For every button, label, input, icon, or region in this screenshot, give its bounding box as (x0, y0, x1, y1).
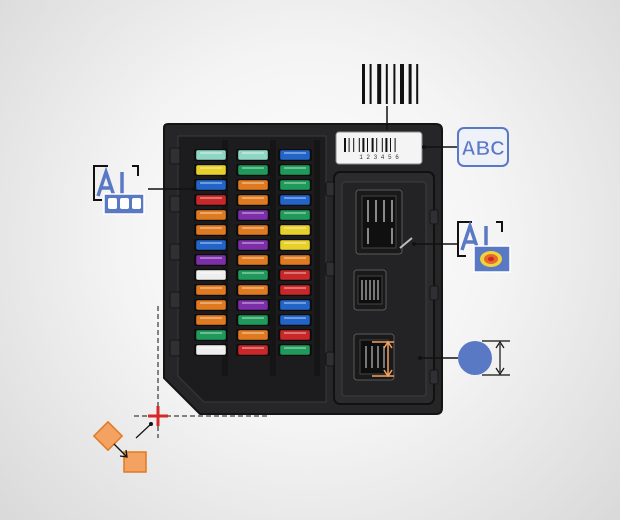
fuse (236, 149, 270, 161)
leader-dot (422, 145, 426, 149)
measurement-icon (458, 340, 510, 376)
measurement-overlay (372, 340, 394, 378)
fuse (194, 224, 228, 236)
leader-lines (148, 146, 458, 359)
fuse (236, 224, 270, 236)
barcode-bar (381, 138, 383, 152)
barcode-bar (367, 138, 368, 152)
barcode-bar (393, 64, 396, 104)
leader-dot (192, 187, 196, 191)
fuse (278, 164, 312, 176)
text-recognition-icon: ABC (457, 127, 509, 167)
barcode-bar (408, 64, 412, 104)
mounting-tabs-right (325, 181, 439, 385)
alignment-guides (134, 306, 270, 438)
fuse (194, 164, 228, 176)
fuse (278, 239, 312, 251)
fuse (236, 344, 270, 356)
fuse (278, 344, 312, 356)
fuse (278, 314, 312, 326)
fuse (236, 239, 270, 251)
connector-pin-defect (399, 237, 413, 249)
fuse (236, 194, 270, 206)
fuse (194, 284, 228, 296)
fuse (194, 209, 228, 221)
connector-bottom (353, 333, 395, 381)
fuse (236, 164, 270, 176)
barcode-bar (348, 138, 350, 152)
barcode-label-sticker (335, 131, 423, 165)
barcode-bar (362, 138, 365, 152)
barcode-bar (416, 64, 419, 104)
fuse (194, 314, 228, 326)
fuse (194, 344, 228, 356)
fuse (194, 269, 228, 281)
barcode-bar (390, 138, 391, 152)
fuse (194, 239, 228, 251)
fuse (194, 299, 228, 311)
barcode-bar (369, 64, 372, 104)
barcode-bar (377, 64, 382, 104)
barcode-bar (394, 138, 396, 152)
fuse (194, 179, 228, 191)
fuse (236, 269, 270, 281)
connector-middle (353, 269, 387, 311)
barcode-bar (371, 138, 374, 152)
fuse (278, 179, 312, 191)
ai-anomaly-detection-icon (457, 220, 511, 273)
barcode-bar (358, 138, 360, 152)
fuse (236, 299, 270, 311)
fuse (236, 209, 270, 221)
fuse (194, 254, 228, 266)
fuse (278, 299, 312, 311)
ai-classification-icon (93, 165, 145, 215)
barcode-bar (344, 138, 346, 152)
crosshair-leader (135, 423, 152, 439)
fuse (278, 149, 312, 161)
pose-registration-icon (92, 420, 147, 473)
barcode-bar (385, 138, 388, 152)
barcode-bar (376, 138, 378, 152)
fuse (278, 269, 312, 281)
fuse (278, 224, 312, 236)
mounting-tabs-left (169, 147, 181, 357)
leader-dot (412, 242, 416, 246)
fuse (236, 329, 270, 341)
barcode-bar (362, 64, 365, 104)
barcode-bar (385, 64, 388, 104)
fuse (194, 329, 228, 341)
text-recognition-label: ABC (461, 138, 504, 160)
connector-top (355, 189, 413, 255)
fuse (194, 149, 228, 161)
fuse (278, 284, 312, 296)
fuse (236, 314, 270, 326)
fuse (194, 194, 228, 206)
barcode-bar (400, 64, 404, 104)
barcode-reader-icon (362, 64, 419, 104)
fuse (278, 329, 312, 341)
fuse (278, 254, 312, 266)
label-barcode (344, 138, 396, 152)
fuse-box: 1 2 3 4 5 6 (163, 123, 443, 415)
fuse (278, 209, 312, 221)
label-serial-digits: 1 2 3 4 5 6 (359, 154, 399, 161)
fuse-grid (194, 149, 312, 356)
crosshair-icon (148, 406, 168, 426)
fuse (278, 194, 312, 206)
barcode-bar (353, 138, 355, 152)
fuse (236, 254, 270, 266)
fuse (236, 179, 270, 191)
fuse (236, 284, 270, 296)
leader-dot (418, 356, 422, 360)
